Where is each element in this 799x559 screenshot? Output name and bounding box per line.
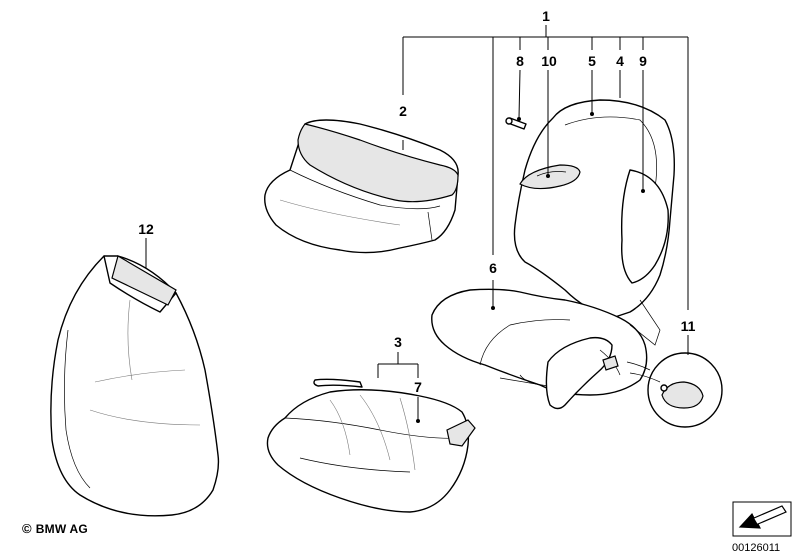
copyright-symbol: © xyxy=(22,521,32,536)
copyright: ©BMW AG xyxy=(22,521,88,536)
copyright-text: BMW AG xyxy=(35,522,88,536)
callout-12: 12 xyxy=(138,221,154,237)
callout-11: 11 xyxy=(681,318,696,334)
diagram-id: 00126011 xyxy=(732,542,781,554)
callout-4: 4 xyxy=(616,53,624,69)
booster-cushion-part xyxy=(266,378,476,513)
callout-2: 2 xyxy=(399,103,407,119)
callout-5: 5 xyxy=(588,53,596,69)
wedge-cushion-part xyxy=(264,119,459,254)
callout-6: 6 xyxy=(489,260,497,276)
leader-lines xyxy=(145,25,689,423)
callout-1: 1 xyxy=(542,8,550,24)
callout-8: 8 xyxy=(516,53,524,69)
callout-7: 7 xyxy=(414,379,422,395)
child-seat-part xyxy=(431,99,675,410)
callout-3: 3 xyxy=(394,334,402,350)
callout-9: 9 xyxy=(639,53,647,69)
pin-part xyxy=(505,117,527,130)
orientation-arrow-icon xyxy=(732,501,792,537)
connector-detail xyxy=(626,352,723,428)
callout-10: 10 xyxy=(541,53,557,69)
seat-cover-part xyxy=(50,255,220,517)
callout-labels: 1 2 3 4 5 6 7 8 9 10 11 12 xyxy=(138,8,695,395)
